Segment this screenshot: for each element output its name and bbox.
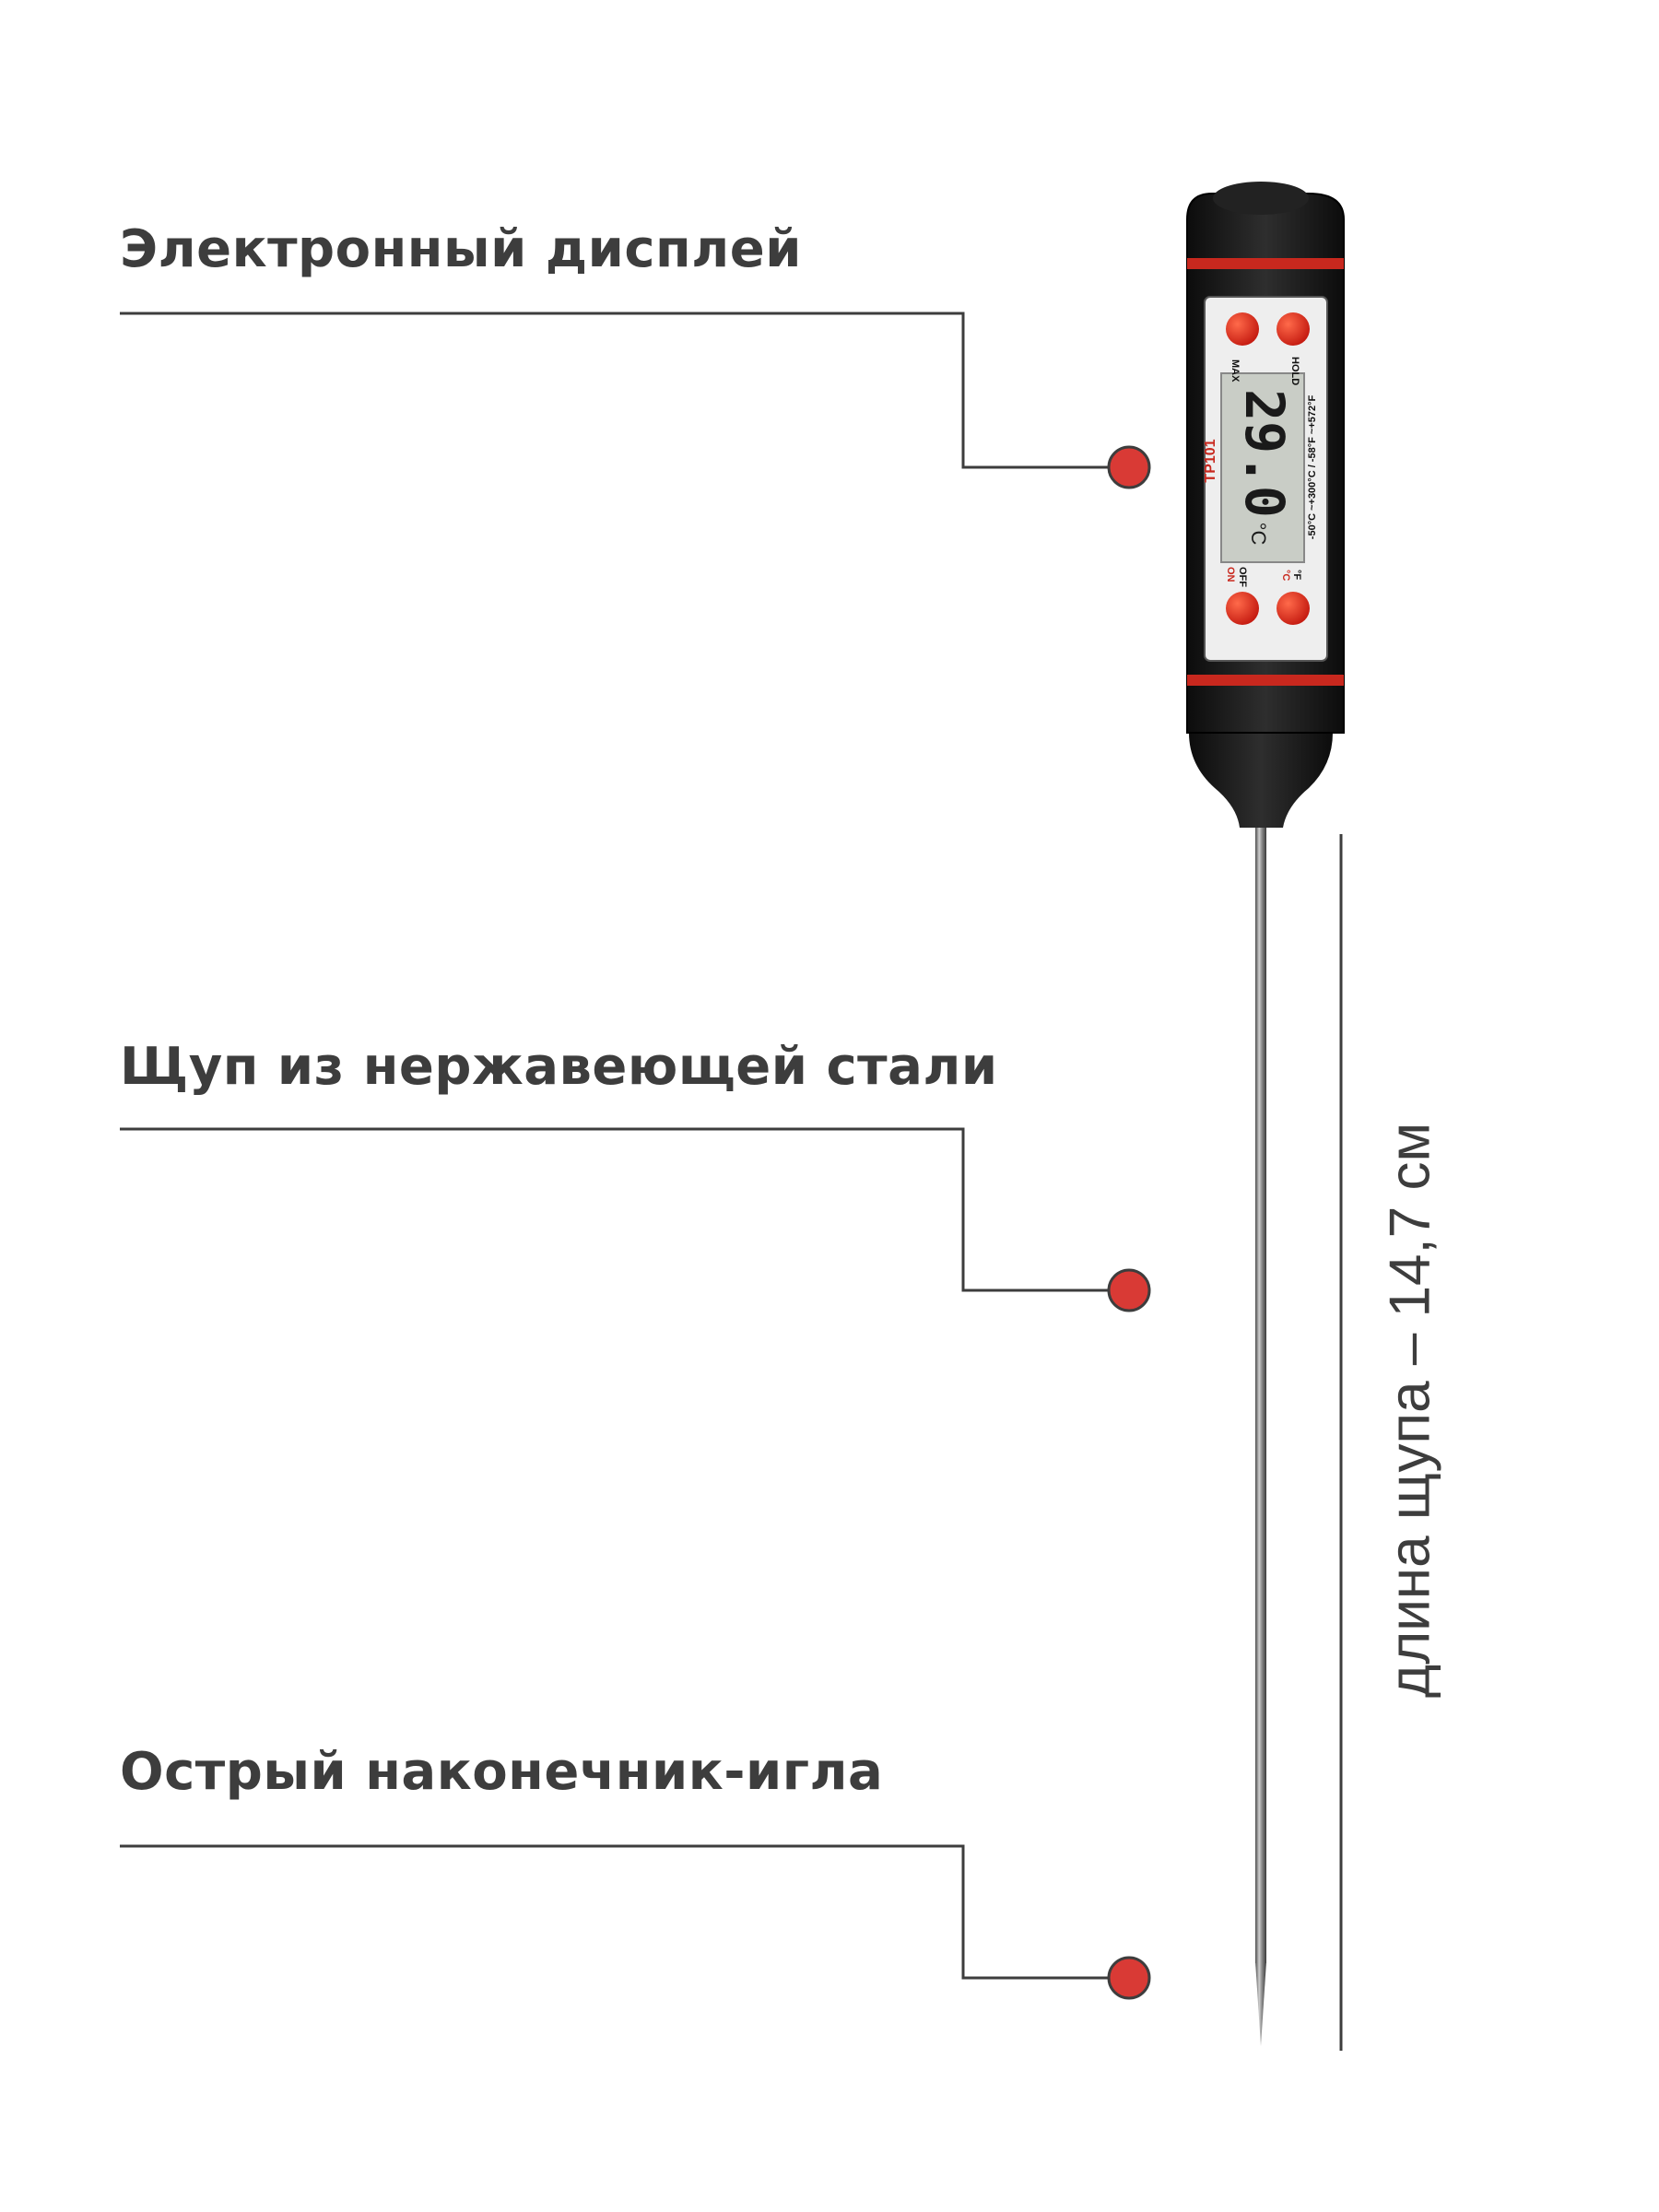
range-label: -50°C ~+300°C / -58°F ~+572°F bbox=[1307, 395, 1318, 540]
unit-toggle-button[interactable] bbox=[1277, 592, 1310, 625]
steel-probe bbox=[1255, 820, 1266, 2046]
on-off-button[interactable] bbox=[1226, 592, 1259, 625]
callout-line-tip bbox=[120, 1844, 1115, 1980]
max-label: MAX bbox=[1230, 359, 1241, 382]
callout-line-probe bbox=[120, 1127, 1115, 1292]
temperature-reading: 29.0 bbox=[1233, 389, 1296, 518]
model-label: TP101 bbox=[1203, 439, 1218, 482]
callout-marker-tip bbox=[1107, 1956, 1151, 2000]
callout-label-tip: Острый наконечник-игла bbox=[120, 1742, 884, 1802]
thermometer-body bbox=[1186, 182, 1345, 828]
on-label: ON bbox=[1225, 567, 1236, 582]
callout-label-probe: Щуп из нержавеющей стали bbox=[120, 1037, 998, 1097]
callout-marker-display bbox=[1107, 445, 1151, 489]
callout-line-display bbox=[120, 312, 1115, 469]
temperature-unit: °C bbox=[1247, 523, 1270, 546]
hold-button[interactable] bbox=[1277, 312, 1310, 346]
max-min-button[interactable] bbox=[1226, 312, 1259, 346]
probe-length-label: длина щупа – 14,7 см bbox=[1378, 1122, 1442, 1699]
callout-marker-probe bbox=[1107, 1268, 1151, 1312]
off-label: OFF bbox=[1237, 567, 1248, 587]
f-label: °F bbox=[1291, 570, 1302, 580]
callout-label-display: Электронный дисплей bbox=[120, 219, 802, 279]
hold-label: HOLD bbox=[1289, 357, 1300, 385]
c-label: °C bbox=[1280, 570, 1291, 581]
